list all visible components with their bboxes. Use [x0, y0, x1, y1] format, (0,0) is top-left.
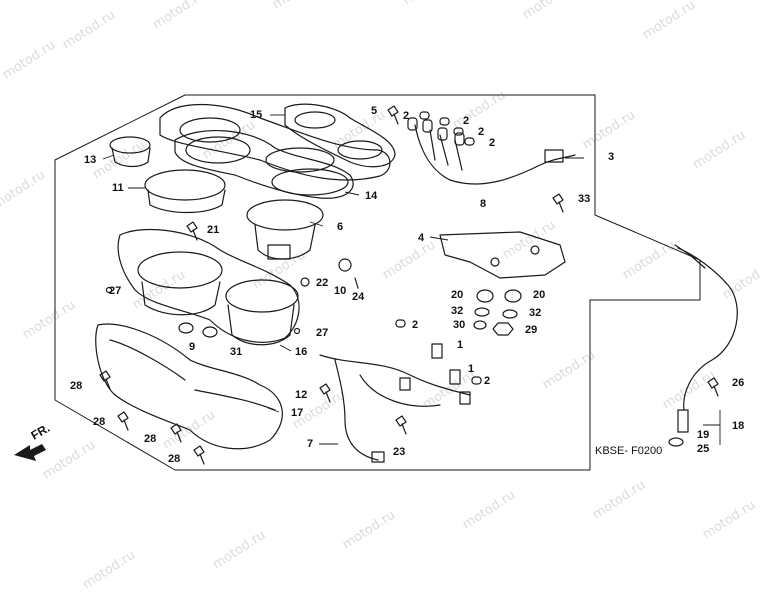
callout-12: 12 — [295, 389, 307, 401]
callout-33: 33 — [578, 193, 590, 205]
front-arrow — [14, 444, 46, 461]
callout-3: 3 — [608, 151, 614, 163]
grommets-nuts — [473, 289, 522, 336]
callout-16: 16 — [295, 346, 307, 358]
callout-1: 1 — [457, 339, 463, 351]
part-17-lower-cover — [95, 323, 283, 450]
small-hardware-10-22-24 — [300, 258, 359, 289]
callout-14: 14 — [365, 190, 378, 202]
callout-23: 23 — [393, 446, 405, 458]
screws — [99, 105, 719, 465]
callout-6: 6 — [337, 221, 343, 233]
callout-5: 5 — [371, 105, 377, 117]
callout-18: 18 — [732, 420, 744, 432]
part-11-tachometer — [144, 169, 226, 214]
part-16-lower-case — [117, 228, 300, 346]
callout-28: 28 — [144, 433, 156, 445]
callout-30: 30 — [453, 319, 465, 331]
part-13-lamp-socket — [109, 136, 151, 168]
callout-28: 28 — [93, 416, 105, 428]
callout-32: 32 — [529, 307, 541, 319]
callout-15: 15 — [250, 109, 262, 121]
callout-25: 25 — [697, 443, 709, 455]
callout-24: 24 — [352, 291, 365, 303]
callout-10: 10 — [334, 285, 346, 297]
callout-28: 28 — [70, 380, 82, 392]
callout-19: 19 — [697, 429, 709, 441]
callout-20: 20 — [451, 289, 463, 301]
callout-29: 29 — [525, 324, 537, 336]
callout-2: 2 — [478, 126, 484, 138]
callout-27: 27 — [316, 327, 328, 339]
leader-lines — [102, 114, 721, 445]
callout-2: 2 — [403, 110, 409, 122]
callout-2: 2 — [489, 137, 495, 149]
callout-8: 8 — [480, 198, 486, 210]
assembly-frame — [54, 94, 701, 471]
small-parts-9-31 — [178, 322, 218, 338]
callout-11: 11 — [112, 182, 124, 194]
callout-20: 20 — [533, 289, 545, 301]
callout-13: 13 — [84, 154, 96, 166]
part-3-8-harness — [407, 117, 576, 185]
part-4-bracket — [439, 231, 566, 279]
callout-2: 2 — [463, 115, 469, 127]
callout-32: 32 — [451, 305, 463, 317]
callout-1: 1 — [468, 363, 474, 375]
callout-21: 21 — [207, 224, 219, 236]
front-label: FR. — [29, 421, 53, 443]
part-7-lower-harness — [319, 343, 471, 463]
callout-27: 27 — [109, 285, 121, 297]
diagram-code: KBSE- F0200 — [595, 445, 662, 457]
part-18-cable — [668, 244, 738, 447]
callout-17: 17 — [291, 407, 303, 419]
callout-9: 9 — [189, 341, 195, 353]
exploded-view-drawing: 1513115222231483321642210242720203232302… — [14, 94, 744, 471]
callout-4: 4 — [418, 232, 425, 244]
part-14-meter-case — [174, 130, 354, 199]
part-15-gasket — [284, 103, 396, 168]
callout-22: 22 — [316, 277, 328, 289]
callout-31: 31 — [230, 346, 242, 358]
callout-2: 2 — [412, 319, 418, 331]
callout-28: 28 — [168, 453, 180, 465]
callout-7: 7 — [307, 438, 313, 450]
bulbs-2 — [395, 111, 482, 385]
part-15-upper-cover — [159, 104, 391, 181]
part-6-speedometer — [246, 199, 324, 260]
callout-2: 2 — [484, 375, 490, 387]
callout-26: 26 — [732, 377, 744, 389]
